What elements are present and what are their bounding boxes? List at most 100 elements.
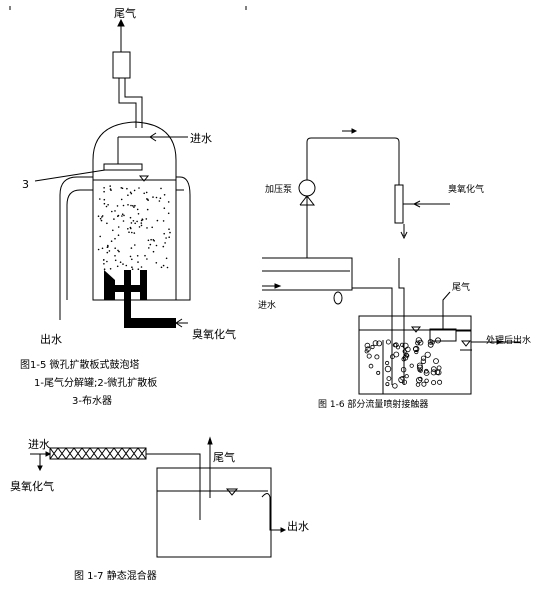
bubble-dot	[114, 237, 116, 240]
gas-manifold	[112, 285, 140, 292]
bubble-dot	[129, 191, 132, 194]
bubble-dot	[121, 215, 123, 217]
bubble-dot	[162, 220, 165, 222]
bubble-circle	[392, 342, 398, 348]
bubble-dot	[152, 250, 155, 253]
inlet-water-arrowhead	[274, 283, 282, 289]
bubble-circle	[418, 368, 423, 373]
bubble-circle	[427, 339, 434, 345]
bubble-dot	[140, 222, 143, 224]
bubble-dot	[120, 198, 123, 201]
bubble-dot	[122, 204, 125, 207]
bubble-dot	[117, 226, 120, 228]
contactor-tank	[358, 315, 472, 395]
bubble-dot	[167, 212, 170, 215]
bubble-circle	[430, 366, 437, 372]
bubble-circle	[365, 346, 371, 352]
bubble-dot	[114, 255, 116, 257]
bubble-dot	[134, 222, 136, 225]
bubble-dot	[105, 205, 108, 208]
bubble-dot	[137, 268, 140, 271]
bubble-dot	[101, 215, 104, 217]
contact-level-mark	[225, 488, 239, 496]
inlet-arrow	[149, 132, 157, 142]
mixer-element-stroke	[113, 447, 123, 460]
bubble-dot	[103, 190, 105, 193]
bubble-dot	[118, 250, 120, 253]
bubble-circle	[395, 345, 401, 350]
fig7-ozone-label: 臭氧化气	[10, 479, 54, 493]
bubble-circle	[368, 363, 374, 369]
bubble-circle	[434, 337, 441, 344]
mixer-element-stroke	[137, 447, 147, 460]
outlet-arrowhead	[280, 527, 287, 533]
figure-1-7	[30, 436, 287, 558]
bubble-dot	[138, 226, 141, 228]
bubble-dot	[103, 202, 106, 205]
bubble-dot	[133, 189, 136, 192]
bubble-dot	[160, 187, 162, 190]
ejector	[394, 184, 404, 224]
bubble-circle	[404, 346, 411, 353]
bubble-dot	[99, 198, 101, 200]
gas-pipe-right-leg	[140, 270, 147, 300]
bubble-circle	[414, 349, 419, 355]
bubble-dot	[108, 250, 111, 252]
bubble-circle	[372, 340, 379, 346]
fig6-treated-label: 处理后出水	[486, 334, 531, 346]
mixer-element-stroke	[97, 447, 107, 460]
bubble-dot	[103, 187, 105, 189]
bubble-circle	[436, 365, 442, 371]
bubble-dot	[158, 200, 161, 202]
fig5-inlet-water-label: 进水	[190, 132, 212, 145]
bubble-column	[92, 121, 177, 301]
bubble-dot	[151, 226, 153, 229]
tail-gas-arrowhead	[207, 436, 213, 445]
bubble-dot	[155, 244, 158, 247]
bubble-dot	[138, 187, 140, 189]
bubble-dot	[164, 242, 166, 244]
bubble-dot	[101, 247, 104, 250]
bubble-circle	[400, 367, 407, 373]
bubble-circle	[421, 381, 427, 387]
bubble-circle	[386, 376, 392, 382]
bubble-dot	[129, 255, 132, 258]
bubble-circle	[374, 354, 380, 360]
bubble-dot	[127, 204, 129, 206]
bubble-dot	[134, 244, 136, 246]
bubble-circle	[424, 351, 431, 358]
outlet-loop-left-inner	[66, 189, 93, 300]
bubble-dot	[132, 220, 135, 222]
mixer-element-stroke	[89, 447, 99, 460]
water-distributor	[103, 163, 143, 171]
bubble-dot	[156, 219, 159, 222]
bubble-dot	[141, 218, 144, 220]
bubble-dot	[163, 232, 165, 235]
bubble-dot	[119, 261, 122, 264]
bubble-dot	[145, 191, 148, 194]
bubble-dot	[106, 260, 108, 263]
fig5-ozone-label: 臭氧化气	[192, 327, 236, 341]
bubble-circle	[409, 363, 414, 368]
bubble-dot	[152, 239, 155, 241]
fig6-inlet-label: 进水	[258, 299, 276, 311]
bubble-dot	[109, 188, 112, 190]
bubble-dot	[126, 187, 128, 190]
bubble-circle	[404, 374, 409, 379]
bubble-dot	[129, 226, 132, 229]
bubble-dot	[160, 266, 163, 269]
bubble-circle	[416, 364, 424, 371]
bubble-dot	[122, 263, 124, 265]
bubble-dot	[117, 214, 120, 217]
mixer-element-stroke	[65, 447, 75, 460]
fig5-caption-legend-1: 1-尾气分解罐;2-微孔扩散板	[34, 376, 157, 389]
bubble-dot	[111, 210, 113, 213]
bubble-dot	[136, 220, 138, 223]
fig6-ozone-label: 臭氧化气	[448, 183, 484, 195]
mixer-element-stroke	[73, 447, 83, 460]
bubble-circle	[389, 354, 395, 360]
bubble-dot	[140, 224, 143, 227]
bubble-circle	[398, 376, 405, 383]
ozone-feed-pipe	[124, 270, 176, 328]
